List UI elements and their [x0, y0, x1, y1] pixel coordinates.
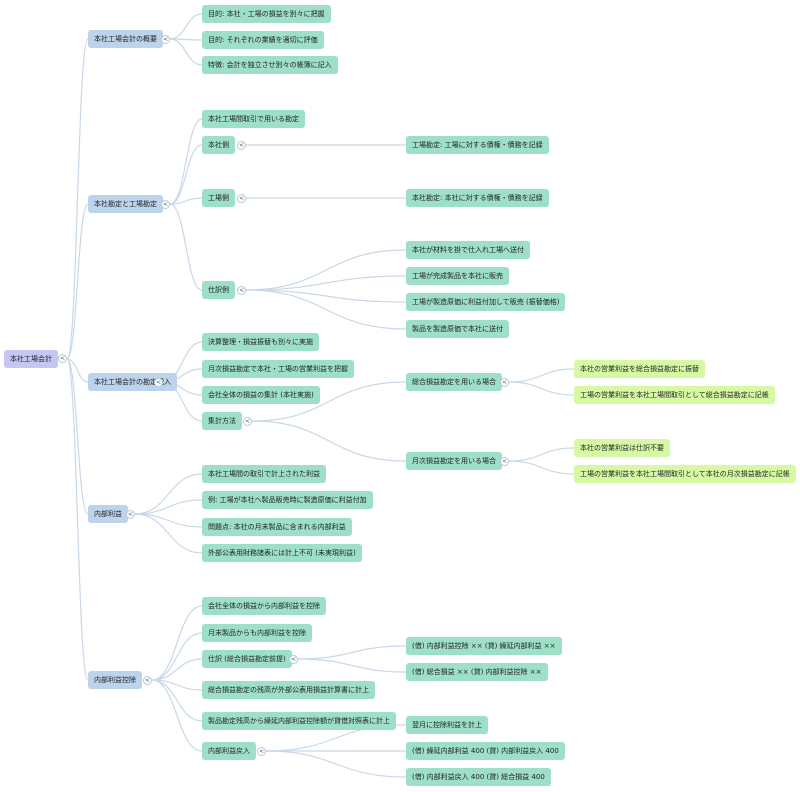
general-pl-item[interactable]: 本社の営業利益を総合損益勘定に振替	[574, 360, 705, 378]
connector-line	[251, 381, 407, 422]
factory-detail[interactable]: 本社勘定: 本社に対する債権・債務を記録	[406, 189, 549, 207]
connector-line	[508, 381, 575, 396]
deduction-item[interactable]: 会社全体の損益から内部利益を控除	[202, 597, 326, 615]
connector-line	[66, 358, 89, 681]
collapse-toggle-icon[interactable]: <	[161, 35, 170, 44]
connector-line	[66, 38, 89, 360]
root-node[interactable]: 本社工場会計	[4, 350, 58, 368]
collapse-toggle-icon[interactable]: <	[126, 510, 135, 519]
connector-line	[169, 13, 203, 40]
connector-line	[265, 750, 407, 778]
monthly-pl-node[interactable]: 月次損益勘定を用いる場合	[406, 452, 502, 470]
connector-line	[134, 473, 203, 515]
reversal-item[interactable]: (借) 繰延内部利益 400 (貸) 内部利益戻入 400	[406, 742, 565, 760]
collapse-toggle-icon[interactable]: <	[143, 676, 152, 685]
accounts-node[interactable]: 本社勘定と工場勘定	[88, 195, 163, 213]
overview-node[interactable]: 本社工場会計の概要	[88, 30, 163, 48]
head-office-node[interactable]: 本社側	[202, 136, 235, 154]
collapse-toggle-icon[interactable]: <	[237, 141, 246, 150]
overview-item[interactable]: 目的: 本社・工場の損益を別々に把握	[202, 5, 331, 23]
connector-line	[169, 118, 203, 205]
connector-line	[245, 275, 407, 291]
overview-item[interactable]: 目的: それぞれの業績を適切に評価	[202, 31, 324, 49]
connector-line	[508, 447, 575, 462]
connector-line	[151, 658, 203, 681]
connector-line	[251, 420, 407, 462]
connector-line	[151, 632, 203, 681]
reversal-item[interactable]: (借) 内部利益戻入 400 (貸) 総合損益 400	[406, 768, 551, 786]
connector-line	[66, 358, 89, 515]
connector-line	[134, 499, 203, 515]
connector-line	[151, 605, 203, 681]
deduction-journal-node[interactable]: 仕訳 (総合損益勘定前提)	[202, 650, 292, 668]
internal-profit-item[interactable]: 問題点: 本社の月末製品に含まれる内部利益	[202, 518, 352, 536]
connector-line	[151, 679, 203, 752]
collapse-toggle-icon[interactable]: <	[58, 354, 67, 363]
deduction-item[interactable]: 総合損益勘定の残高が外部公表用損益計算書に計上	[202, 681, 375, 699]
general-pl-node[interactable]: 総合損益勘定を用いる場合	[406, 373, 502, 391]
deduction-item[interactable]: 月末製品からも内部利益を控除	[202, 624, 312, 642]
settlement-item[interactable]: 月次損益勘定で本社・工場の営業利益を把握	[202, 360, 354, 378]
internal-profit-item[interactable]: 本社工場間の取引で計上された利益	[202, 465, 326, 483]
collapse-toggle-icon[interactable]: <	[500, 378, 509, 387]
settlement-item[interactable]: 決算整理・損益振替も別々に実施	[202, 333, 319, 351]
internal-profit-node[interactable]: 内部利益	[88, 505, 128, 523]
deduction-journal-item[interactable]: (借) 総合損益 ×× (貸) 内部利益控除 ××	[406, 663, 548, 681]
collapse-toggle-icon[interactable]: <	[237, 286, 246, 295]
deduction-node[interactable]: 内部利益控除	[88, 671, 142, 689]
aggregation-method-node[interactable]: 集計方法	[202, 412, 242, 430]
connector-line	[245, 249, 407, 291]
connector-line	[297, 645, 407, 660]
journal-example-item[interactable]: 工場が製造原価に利益付加して販売 (振替価格)	[406, 293, 566, 311]
head-office-detail[interactable]: 工場勘定: 工場に対する債権・債務を記録	[406, 136, 549, 154]
connector-line	[169, 203, 203, 291]
reversal-node[interactable]: 内部利益戻入	[202, 742, 256, 760]
overview-item[interactable]: 特徴: 会計を独立させ別々の帳簿に記入	[202, 56, 338, 74]
connector-line	[169, 197, 203, 205]
factory-node[interactable]: 工場側	[202, 189, 235, 207]
connector-line	[169, 38, 203, 66]
reversal-item[interactable]: 翌月に控除利益を計上	[406, 716, 488, 734]
collapse-toggle-icon[interactable]: <	[257, 747, 266, 756]
collapse-toggle-icon[interactable]: <	[154, 378, 163, 387]
internal-profit-item[interactable]: 外部公表用財務諸表には計上不可 (未実現利益)	[202, 544, 362, 562]
deduction-journal-item[interactable]: (借) 内部利益控除 ×× (貸) 繰延内部利益 ××	[406, 637, 562, 655]
connector-line	[508, 460, 575, 475]
collapse-toggle-icon[interactable]: <	[289, 655, 298, 664]
connector-line	[169, 144, 203, 205]
collapse-toggle-icon[interactable]: <	[237, 194, 246, 203]
collapse-toggle-icon[interactable]: <	[161, 200, 170, 209]
connector-line	[66, 358, 89, 383]
connector-line	[245, 289, 407, 330]
connector-line	[245, 289, 407, 303]
monthly-pl-item[interactable]: 工場の営業利益を本社工場間取引として本社の月次損益勘定に記帳	[574, 465, 796, 483]
connector-line	[297, 658, 407, 673]
journal-example-item[interactable]: 本社が材料を掛で仕入れ工場へ送付	[406, 241, 530, 259]
journal-example-item[interactable]: 製品を製造原価で本社に送付	[406, 320, 509, 338]
connector-line	[508, 368, 575, 383]
deduction-item[interactable]: 製品勘定残高から繰延内部利益控除額が貸借対照表に計上	[202, 712, 396, 730]
journal-example-item[interactable]: 工場が完成製品を本社に販売	[406, 267, 509, 285]
monthly-pl-item[interactable]: 本社の営業利益は仕訳不要	[574, 439, 670, 457]
connector-line	[134, 513, 203, 554]
journal-example-node[interactable]: 仕訳例	[202, 281, 235, 299]
accounts-usage[interactable]: 本社工場間取引で用いる勘定	[202, 110, 305, 128]
settlement-item[interactable]: 会社全体の損益の集計 (本社実施)	[202, 386, 320, 404]
connector-line	[66, 203, 89, 360]
collapse-toggle-icon[interactable]: <	[500, 457, 509, 466]
internal-profit-item[interactable]: 例: 工場が本社へ製品販売時に製造原価に利益付加	[202, 491, 373, 509]
connector-line	[151, 679, 203, 722]
settlement-node[interactable]: 本社工場会計の勘定記入	[88, 373, 177, 391]
collapse-toggle-icon[interactable]: <	[243, 417, 252, 426]
general-pl-item[interactable]: 工場の営業利益を本社工場間取引として総合損益勘定に記帳	[574, 386, 775, 404]
